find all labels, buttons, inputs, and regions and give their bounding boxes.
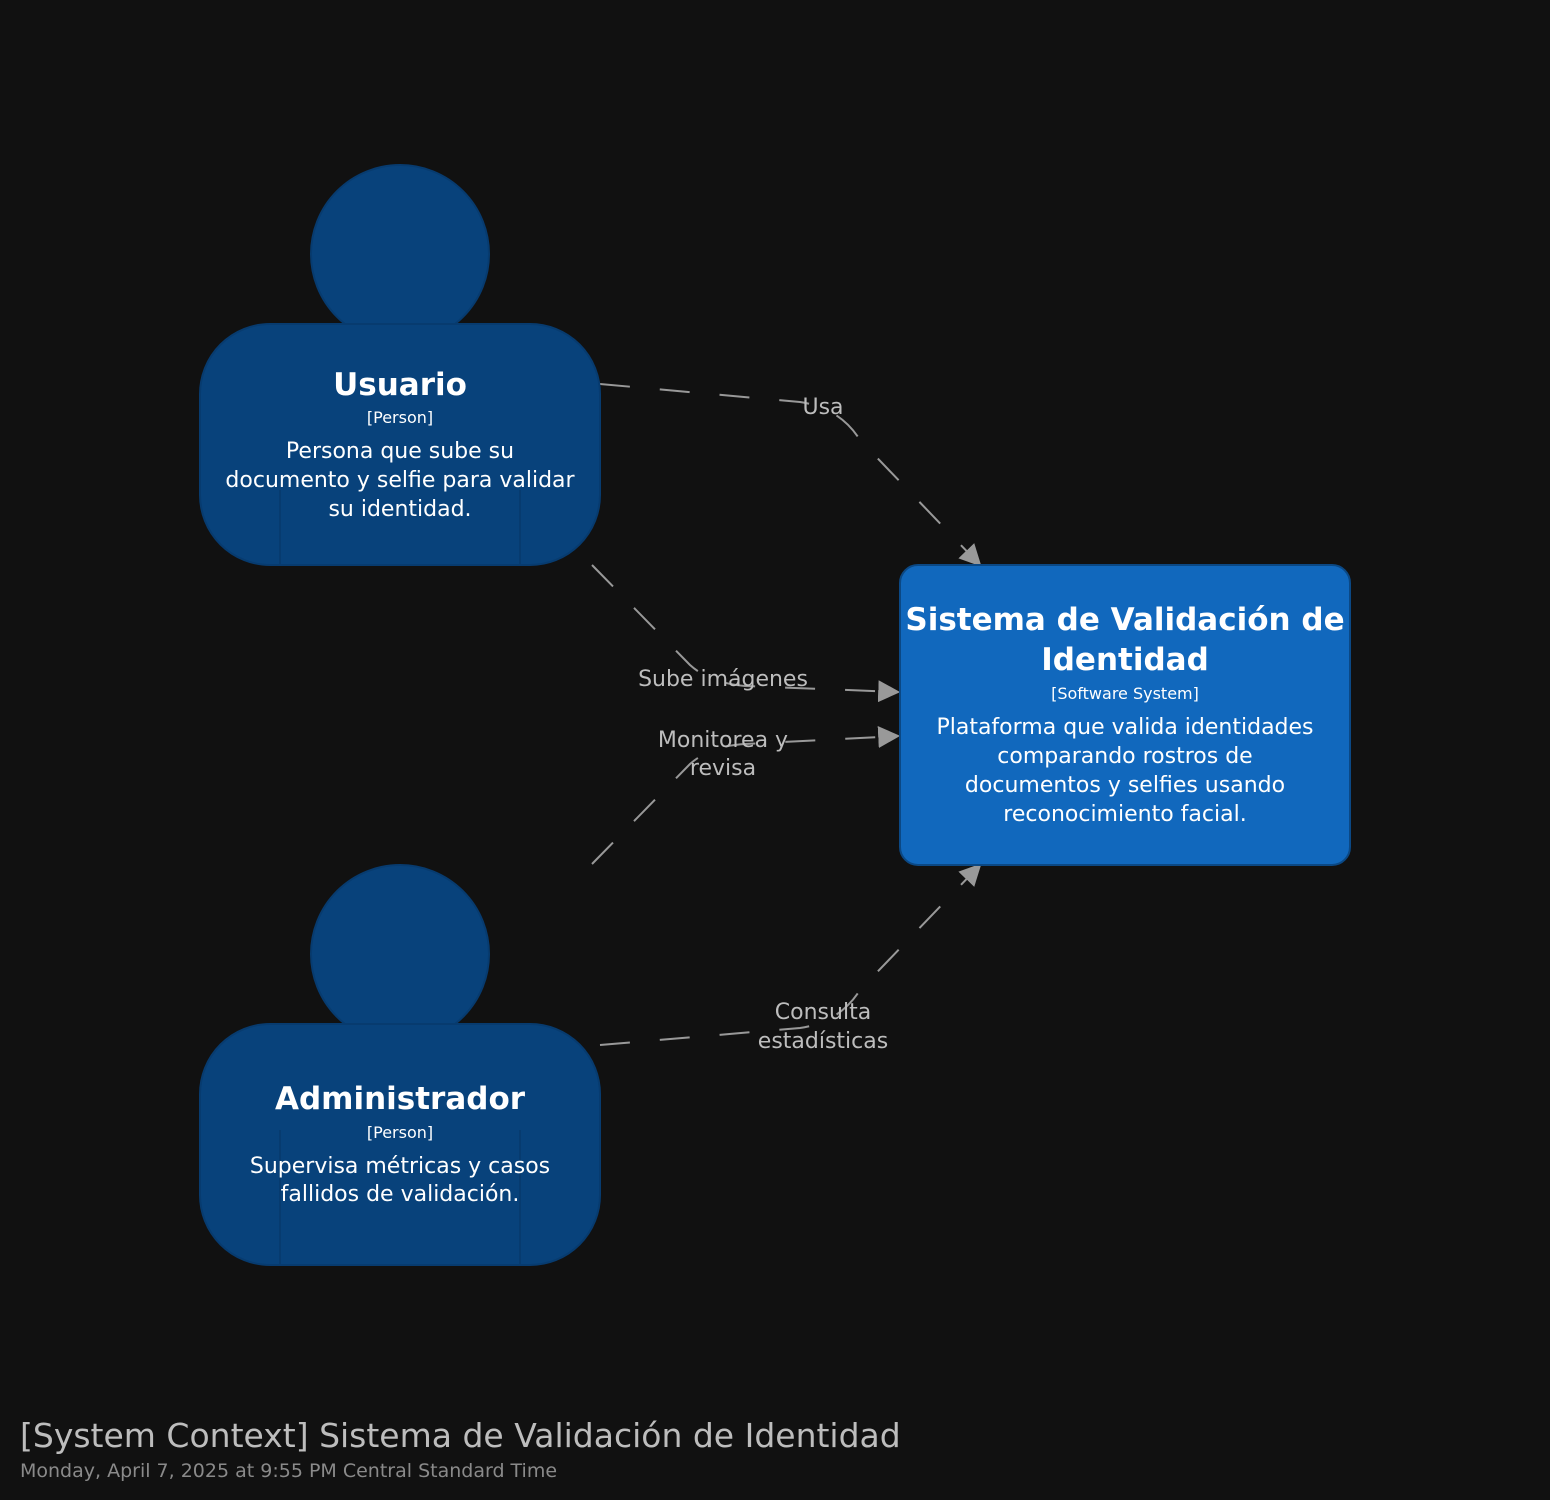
person-icon bbox=[310, 164, 490, 344]
person-usuario[interactable]: Usuario [Person] Persona que sube su doc… bbox=[199, 164, 601, 566]
edge-consulta-estadisticas-label-1: Consulta bbox=[775, 1000, 871, 1025]
diagram-title: [System Context] Sistema de Validación d… bbox=[20, 1416, 901, 1455]
person-usuario-description-1: Persona que sube su bbox=[286, 439, 514, 464]
edge-monitorea-revisa-line bbox=[591, 726, 901, 865]
person-administrador-title: Administrador bbox=[275, 1081, 526, 1117]
diagram-timestamp: Monday, April 7, 2025 at 9:55 PM Central… bbox=[20, 1460, 558, 1482]
edge-usa-line bbox=[599, 383, 982, 567]
software-system-box bbox=[899, 564, 1351, 866]
edge-sube-imagenes-line bbox=[591, 564, 901, 703]
person-usuario-title: Usuario bbox=[333, 367, 467, 403]
person-usuario-body bbox=[199, 323, 601, 566]
software-system-description-3: documentos y selfies usando bbox=[965, 773, 1285, 798]
person-usuario-description-3: su identidad. bbox=[328, 497, 471, 522]
person-administrador[interactable]: Administrador [Person] Supervisa métrica… bbox=[199, 864, 601, 1266]
edge-consulta-estadisticas-label-2: estadísticas bbox=[758, 1029, 888, 1054]
software-system-description-4: reconocimiento facial. bbox=[1003, 802, 1246, 827]
edge-sube-imagenes[interactable]: Sube imágenes bbox=[591, 564, 901, 703]
person-icon bbox=[310, 864, 490, 1044]
software-system-type: [Software System] bbox=[1051, 684, 1199, 703]
software-system-description-2: comparando rostros de bbox=[997, 744, 1252, 769]
edge-usa[interactable]: Usa bbox=[599, 383, 982, 567]
edge-monitorea-revisa-label-2: revisa bbox=[690, 756, 756, 781]
person-administrador-body bbox=[199, 1023, 601, 1266]
person-administrador-description-2: fallidos de validación. bbox=[281, 1182, 520, 1207]
edge-consulta-estadisticas[interactable]: Consulta estadísticas bbox=[599, 863, 982, 1054]
person-administrador-type: [Person] bbox=[367, 1123, 433, 1142]
edge-usa-label: Usa bbox=[802, 395, 843, 420]
edge-monitorea-revisa-label-1: Monitorea y bbox=[658, 728, 788, 753]
person-usuario-description-2: documento y selfie para validar bbox=[225, 468, 575, 493]
software-system-description-1: Plataforma que valida identidades bbox=[936, 715, 1313, 740]
software-system-title-2: Identidad bbox=[1041, 642, 1209, 678]
software-system-validacion[interactable]: Sistema de Validación de Identidad [Soft… bbox=[899, 564, 1351, 866]
diagram-footer: [System Context] Sistema de Validación d… bbox=[20, 1414, 1420, 1484]
edge-monitorea-revisa[interactable]: Monitorea y revisa bbox=[591, 726, 901, 865]
edge-consulta-estadisticas-line bbox=[599, 863, 982, 1046]
person-administrador-description-1: Supervisa métricas y casos bbox=[250, 1154, 550, 1179]
person-usuario-type: [Person] bbox=[367, 408, 433, 427]
software-system-title-1: Sistema de Validación de bbox=[905, 602, 1344, 638]
edge-sube-imagenes-label: Sube imágenes bbox=[638, 667, 808, 692]
